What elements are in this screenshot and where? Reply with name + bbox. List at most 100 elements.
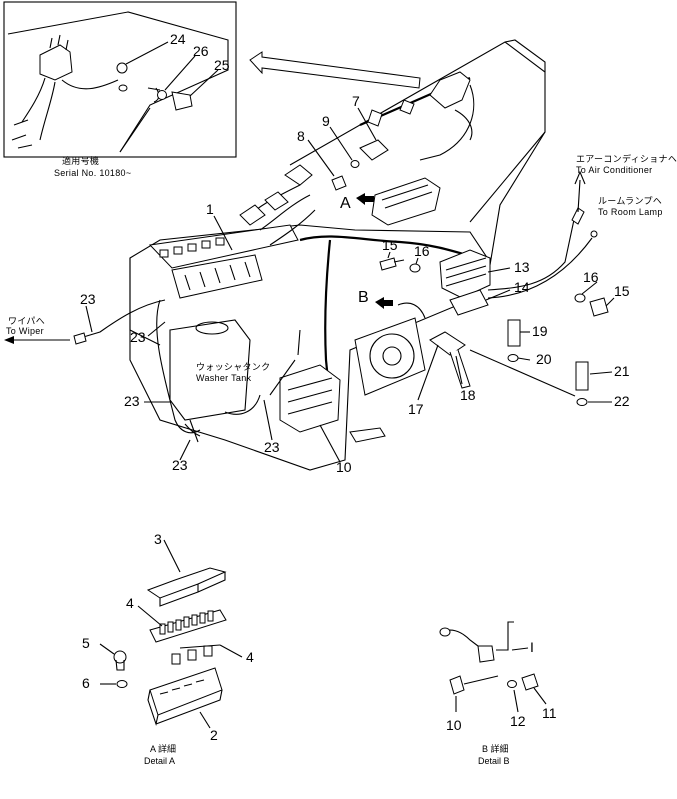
wiper-label-en: To Wiper bbox=[6, 326, 44, 336]
detail-a-callout-4-right: 4 bbox=[246, 649, 254, 665]
detail-a-callout-2: 2 bbox=[210, 727, 218, 743]
wiper-arrow-head bbox=[4, 336, 14, 344]
inset-connector-block bbox=[39, 44, 73, 81]
washer-22 bbox=[576, 398, 588, 406]
callout-22: 22 bbox=[614, 393, 630, 409]
screw-5 bbox=[113, 650, 127, 664]
inset-bolt-head bbox=[116, 62, 128, 74]
callout-1: 1 bbox=[206, 201, 214, 217]
inset-washer bbox=[157, 90, 167, 100]
detail-b-callout-12: 12 bbox=[510, 713, 526, 729]
callout-15-right: 15 bbox=[614, 283, 630, 299]
callout-20: 20 bbox=[536, 351, 552, 367]
bolt-15-right bbox=[589, 297, 609, 317]
detail-b-bolt-11 bbox=[521, 673, 539, 691]
detail-a-caption-jp: A 詳細 bbox=[150, 743, 176, 754]
main-harness bbox=[299, 235, 471, 258]
washer-16-left bbox=[409, 263, 421, 273]
fuse-small-3 bbox=[203, 645, 213, 657]
callout-14: 14 bbox=[514, 279, 530, 295]
washer-20 bbox=[507, 354, 519, 362]
detail-a-caption-en: Detail A bbox=[144, 756, 175, 766]
serial-label-en: Serial No. 10180~ bbox=[54, 168, 131, 178]
detail-a: 3 4 4 5 6 2 A 詳細 Detail A bbox=[82, 531, 254, 766]
washer-9 bbox=[350, 160, 360, 168]
component-14 bbox=[449, 289, 489, 316]
callout-16-left: 16 bbox=[414, 243, 430, 259]
bolt-19 bbox=[507, 319, 521, 347]
callout-8: 8 bbox=[297, 128, 305, 144]
detail-b-callout-11: 11 bbox=[542, 705, 557, 721]
callout-26: 26 bbox=[193, 43, 209, 59]
component-18 bbox=[449, 349, 471, 389]
tank-harness bbox=[156, 299, 201, 434]
detail-b-callout-I: I bbox=[530, 639, 534, 655]
roomlamp-label-jp: ルームランプヘ bbox=[598, 196, 662, 206]
fuse-base-2 bbox=[149, 667, 223, 716]
callout-10: 10 bbox=[336, 459, 352, 475]
fuse-pins bbox=[159, 610, 214, 635]
bolt-8 bbox=[331, 175, 347, 191]
detail-a-callout-6: 6 bbox=[82, 675, 90, 691]
callout-23-c: 23 bbox=[124, 393, 140, 409]
roomlamp-wire bbox=[487, 237, 593, 299]
callout-23-d: 23 bbox=[172, 457, 188, 473]
blower-housing bbox=[354, 317, 426, 396]
callout-13: 13 bbox=[514, 259, 530, 275]
inset-reference-arrow bbox=[249, 51, 421, 89]
view-a-marker: A bbox=[340, 195, 351, 212]
serial-label-jp: 適用号機 bbox=[62, 155, 99, 166]
wiper-label-jp: ワイパへ bbox=[8, 316, 45, 326]
main-assembly: A B bbox=[73, 39, 609, 471]
dashboard-switches bbox=[159, 237, 225, 258]
radiator-unit bbox=[439, 249, 491, 299]
detail-a-callout-3: 3 bbox=[154, 531, 162, 547]
detail-b: I 10 12 11 B 詳細 Detail B bbox=[439, 621, 557, 766]
fuse-box-a bbox=[371, 177, 441, 226]
roomlamp-label-en: To Room Lamp bbox=[598, 207, 663, 217]
callout-15-left: 15 bbox=[382, 237, 398, 253]
detail-b-connector bbox=[477, 645, 495, 663]
fuse-small-2 bbox=[187, 649, 197, 661]
lower-switch-panel bbox=[171, 254, 263, 299]
callout-21: 21 bbox=[614, 363, 630, 379]
callout-25: 25 bbox=[214, 57, 230, 73]
fuse-small-1 bbox=[171, 653, 181, 665]
callout-16-right: 16 bbox=[583, 269, 599, 285]
blower-fan bbox=[369, 333, 415, 379]
aircon-label-en: To Air Conditioner bbox=[576, 165, 652, 175]
detail-a-callout-4-top: 4 bbox=[126, 595, 134, 611]
bolt-21 bbox=[575, 361, 589, 391]
detail-a-callout-5: 5 bbox=[82, 635, 90, 651]
callout-7: 7 bbox=[352, 93, 360, 109]
washer-motor bbox=[279, 364, 341, 433]
dashboard-top bbox=[148, 224, 299, 269]
aircon-wire bbox=[487, 214, 576, 291]
washer-6 bbox=[116, 680, 128, 688]
serial-inset: 24 26 25 適用号機 Serial No. 10180~ bbox=[3, 1, 237, 178]
wiper-wire bbox=[79, 299, 166, 339]
inset-frame bbox=[3, 1, 237, 158]
view-a-arrow bbox=[356, 193, 374, 205]
callout-23-e: 23 bbox=[264, 439, 280, 455]
detail-b-washer-12 bbox=[507, 680, 517, 688]
detail-b-caption-jp: B 詳細 bbox=[482, 743, 509, 754]
detail-b-bracket-I bbox=[496, 621, 514, 651]
relay bbox=[359, 139, 389, 161]
view-b-arrow bbox=[375, 297, 393, 309]
callout-23-a: 23 bbox=[80, 291, 96, 307]
callout-24: 24 bbox=[170, 31, 186, 47]
view-b-marker: B bbox=[358, 289, 369, 306]
callout-23-b: 23 bbox=[130, 329, 146, 345]
aircon-label-jp: エアーコンディショナヘ bbox=[576, 153, 677, 164]
inset-wires bbox=[21, 77, 119, 141]
inset-bolt bbox=[171, 91, 193, 111]
detail-b-callout-10: 10 bbox=[446, 717, 462, 733]
callout-19: 19 bbox=[532, 323, 548, 339]
washer-tank-label-en: Washer Tank bbox=[196, 373, 252, 383]
callout-18: 18 bbox=[460, 387, 476, 403]
washer-tank-label-jp: ウォッシャタンク bbox=[196, 362, 270, 372]
bolt-15-left bbox=[379, 257, 397, 271]
